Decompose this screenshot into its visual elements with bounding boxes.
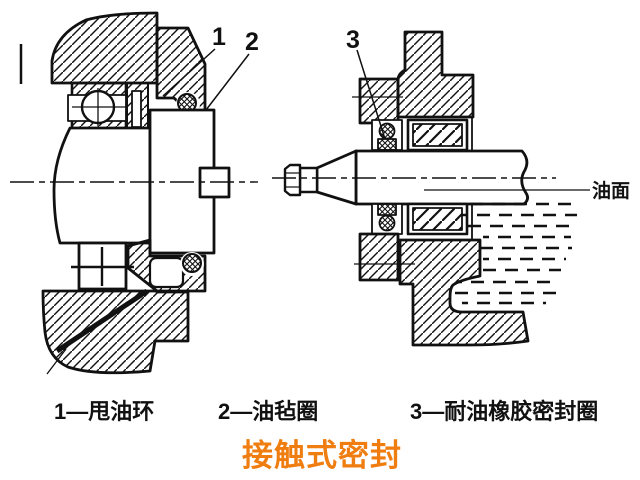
callout-1-leader [162, 48, 216, 97]
rubber-seal-lip-top [377, 138, 397, 151]
labyrinth-gap [131, 90, 142, 128]
rubber-seal-ring-bottom [378, 214, 396, 232]
callout-3: 3 [346, 26, 360, 54]
slinger-groove [148, 256, 185, 289]
left-section-view: 1 2 [10, 11, 259, 375]
oil-dashes [455, 202, 578, 305]
felt-seal-ring-bottom [182, 253, 202, 273]
housing-top-right [396, 30, 475, 119]
housing-bottom-hatch [41, 289, 190, 375]
oil-surface-label: 油面 [592, 180, 630, 202]
callout-2-leader [205, 53, 250, 111]
end-cap-bottom [358, 232, 400, 282]
callout-3-leader [356, 49, 386, 140]
bearing-inner-bottom [412, 207, 463, 231]
right-section-view: 油面 3 [272, 26, 630, 347]
end-cap-top [358, 77, 400, 125]
housing-top-hatch [50, 11, 159, 85]
figure-title: 接触式密封 [242, 438, 402, 473]
bearing-inner-top [412, 123, 463, 147]
shaft-end-tip [283, 163, 302, 197]
break-line [46, 348, 67, 375]
caption-part3: 3—耐油橡胶密封圈 [410, 399, 598, 424]
callout-2: 2 [245, 28, 259, 56]
shaft-neck [298, 166, 319, 194]
callout-1: 1 [212, 23, 226, 51]
caption-part2: 2—油毡圈 [218, 399, 318, 424]
caption-row: 1—甩油环 2—油毡圈 3—耐油橡胶密封圈 [54, 399, 598, 424]
caption-part1: 1—甩油环 [54, 399, 154, 424]
hatch-heavy-line [55, 288, 149, 354]
rubber-seal-lip-bottom [377, 203, 397, 216]
shaft-left [52, 126, 152, 245]
